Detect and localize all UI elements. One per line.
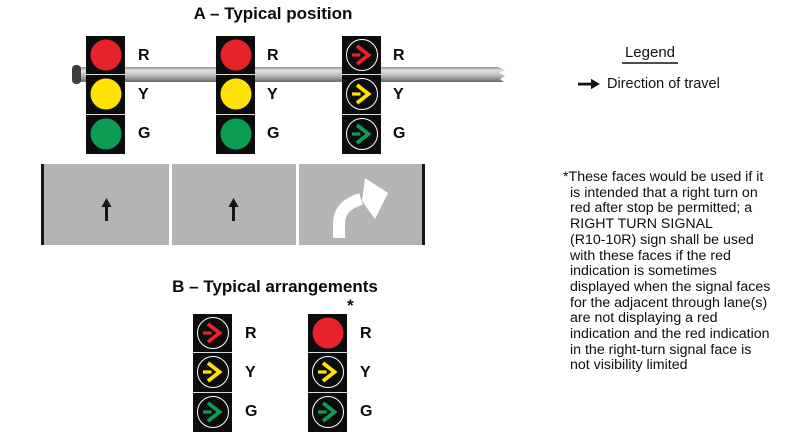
footnote-line: displayed when the signal faces — [570, 278, 771, 295]
yellow-label: Y — [138, 86, 149, 103]
red-label: R — [245, 325, 257, 342]
green-arrow-icon — [317, 401, 338, 423]
mast-arm-break — [76, 67, 505, 82]
green-label: G — [245, 403, 258, 420]
section-b-title: B – Typical arrangements — [172, 277, 378, 296]
mast-arm-cap — [72, 65, 81, 84]
signal-section-green — [216, 115, 255, 154]
road-edge-left — [41, 164, 44, 245]
red-ball-lens — [312, 317, 343, 349]
straight-arrow-icon — [101, 198, 112, 221]
footnote-line: with these faces if the red — [570, 247, 731, 264]
signal-head-a2 — [216, 36, 255, 154]
footnote-line: are not displaying a red — [570, 310, 718, 327]
roadway — [41, 164, 425, 245]
footnote-line: indication is sometimes — [570, 263, 717, 280]
yellow-label: Y — [393, 86, 404, 103]
signal-head-b1 — [193, 314, 232, 432]
yellow-arrow-lens — [196, 356, 229, 389]
red-arrow-icon — [351, 44, 372, 66]
yellow-label: Y — [245, 364, 256, 381]
signal-section-green — [86, 115, 125, 154]
direction-of-travel-arrow-icon — [578, 78, 600, 90]
green-arrow-lens — [345, 118, 378, 151]
signal-section-yellow-arrow — [193, 353, 232, 393]
legend-item-label: Direction of travel — [607, 76, 720, 92]
footnote-line: (R10-10R) sign shall be used — [570, 231, 754, 248]
yellow-arrow-icon — [202, 361, 223, 383]
footnote-line: red after stop be permitted; a — [570, 200, 753, 217]
signal-section-yellow-arrow — [308, 353, 347, 393]
red-arrow-icon — [202, 322, 223, 344]
yellow-ball-lens — [220, 78, 251, 110]
footnote-line: indication and the red indication — [570, 326, 770, 343]
section-a-title: A – Typical position — [193, 4, 353, 23]
road-edge-right — [422, 164, 425, 245]
red-ball-lens — [220, 39, 251, 71]
legend-item-direction-of-travel: Direction of travel — [578, 75, 720, 93]
yellow-ball-lens — [90, 78, 121, 110]
signal-section-red-arrow — [193, 314, 232, 354]
footnote-line: for the adjacent through lane(s) — [570, 294, 768, 311]
signal-section-green-arrow — [193, 393, 232, 432]
footnote-line: RIGHT TURN SIGNAL — [570, 216, 713, 233]
footnote-line: in the right-turn signal face is — [570, 341, 752, 358]
green-label: G — [267, 125, 280, 142]
yellow-arrow-icon — [351, 83, 372, 105]
signal-section-red — [86, 36, 125, 76]
yellow-arrow-icon — [317, 361, 338, 383]
red-arrow-lens — [196, 317, 229, 350]
green-arrow-icon — [202, 401, 223, 423]
mast-arm — [76, 67, 505, 82]
green-label: G — [360, 403, 373, 420]
footnote: *These faces would be used if it is inte… — [563, 169, 800, 374]
yellow-arrow-lens — [345, 78, 378, 111]
yellow-arrow-lens — [311, 356, 344, 389]
green-ball-lens — [220, 118, 251, 150]
signal-head-a1 — [86, 36, 125, 154]
footnote-line: *These faces would be used if it — [563, 169, 764, 185]
yellow-label: Y — [267, 86, 278, 103]
signal-section-yellow-arrow — [342, 75, 381, 115]
red-label: R — [267, 47, 279, 64]
red-label: R — [393, 47, 405, 64]
green-ball-lens — [90, 118, 121, 150]
straight-arrow-icon — [228, 198, 239, 221]
asterisk-note-marker: * — [347, 296, 354, 315]
footnote-line: is intended that a right turn on — [570, 184, 758, 201]
lane-line — [296, 164, 299, 245]
signal-section-red-arrow — [342, 36, 381, 76]
footnote-line: not visibility limited — [570, 357, 688, 374]
red-ball-lens — [90, 39, 121, 71]
green-arrow-lens — [311, 396, 344, 429]
signal-head-a3 — [342, 36, 381, 154]
green-label: G — [138, 125, 151, 142]
signal-section-green-arrow — [308, 393, 347, 432]
right-turn-arrow-icon — [333, 178, 388, 238]
yellow-label: Y — [360, 364, 371, 381]
red-label: R — [360, 325, 372, 342]
signal-section-red — [308, 314, 347, 354]
signal-head-b2 — [308, 314, 347, 432]
lane-line — [169, 164, 172, 245]
signal-section-green-arrow — [342, 115, 381, 154]
signal-section-red — [216, 36, 255, 76]
legend-title: Legend — [565, 44, 735, 64]
red-label: R — [138, 47, 150, 64]
green-arrow-lens — [196, 396, 229, 429]
red-arrow-lens — [345, 39, 378, 72]
signal-section-yellow — [216, 75, 255, 115]
signal-section-yellow — [86, 75, 125, 115]
green-arrow-icon — [351, 123, 372, 145]
green-label: G — [393, 125, 406, 142]
